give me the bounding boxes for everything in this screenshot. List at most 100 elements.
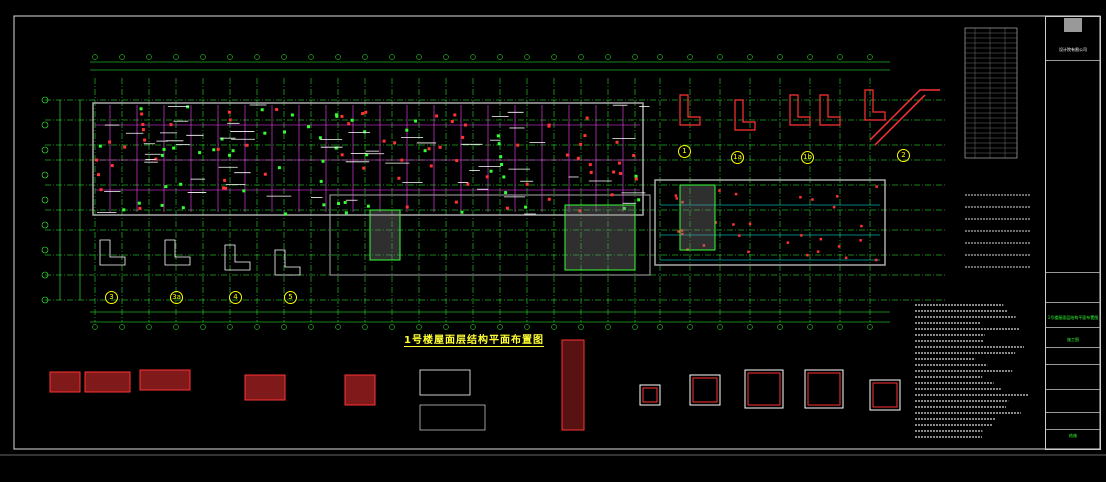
company-logo: [1064, 18, 1082, 32]
column-section: [744, 369, 784, 409]
column: [335, 114, 339, 118]
axis-bubble: [254, 324, 260, 330]
column: [504, 191, 508, 195]
column: [786, 241, 790, 244]
floor-plan: [41, 54, 945, 330]
axis-bubble: [867, 54, 873, 60]
column: [632, 154, 636, 158]
column: [122, 208, 126, 212]
column: [466, 182, 470, 186]
column: [578, 209, 582, 213]
axis-bubble: [578, 54, 584, 60]
column: [734, 192, 738, 196]
column: [489, 169, 493, 173]
column: [612, 170, 616, 174]
column: [231, 149, 235, 153]
column: [681, 200, 684, 204]
detail-marker[interactable]: 2: [897, 149, 910, 162]
column: [137, 201, 141, 205]
axis-bubble: [200, 54, 206, 60]
column: [306, 125, 310, 129]
column: [583, 134, 587, 138]
column: [164, 185, 168, 189]
detail-sections: [49, 27, 1030, 438]
axis-bubble: [497, 324, 503, 330]
hatched-slab: [564, 204, 636, 271]
column: [318, 136, 322, 140]
detail-marker[interactable]: 1: [678, 145, 691, 158]
rebar-cage: [872, 382, 898, 408]
axis-bubble: [443, 54, 449, 60]
column: [216, 147, 220, 151]
column: [227, 153, 231, 157]
axis-bubble: [524, 54, 530, 60]
stage: 施工图: [1067, 337, 1079, 342]
column: [819, 237, 823, 241]
column: [617, 161, 621, 165]
axis-bubble: [92, 324, 98, 330]
column: [319, 179, 323, 183]
column: [516, 143, 520, 147]
hatched-slab: [369, 209, 401, 261]
detail-marker[interactable]: 3a: [170, 291, 183, 304]
column: [143, 138, 147, 142]
column: [275, 108, 279, 112]
column: [414, 119, 418, 123]
detail-marker[interactable]: 1a: [731, 151, 744, 164]
column-section: [561, 339, 585, 431]
column: [702, 244, 706, 247]
sheet-number: 结施: [1069, 433, 1077, 438]
drawing-name: 1号楼屋面层结构平面布置图: [1047, 315, 1099, 320]
axis-bubble: [227, 54, 233, 60]
section-detail: [864, 89, 886, 121]
column: [811, 198, 814, 201]
detail-marker[interactable]: 1b: [801, 151, 814, 164]
column: [579, 142, 583, 146]
column: [680, 229, 684, 232]
column: [589, 170, 593, 174]
axis-bubble: [227, 324, 233, 330]
axis-bubble: [777, 54, 783, 60]
axis-bubble: [281, 54, 287, 60]
axis-bubble: [717, 324, 723, 330]
axis-bubble: [551, 54, 557, 60]
section-detail: [274, 249, 301, 276]
column-section: [869, 379, 901, 411]
column: [499, 155, 503, 159]
column: [485, 175, 489, 179]
column: [123, 145, 127, 149]
column-section: [804, 369, 844, 409]
column: [160, 153, 164, 157]
column: [221, 186, 225, 190]
axis-bubble: [416, 54, 422, 60]
column: [423, 149, 427, 153]
section-detail: [819, 94, 841, 126]
column: [334, 113, 338, 117]
axis-bubble: [470, 54, 476, 60]
axis-bubble: [777, 324, 783, 330]
detail-marker[interactable]: 3: [105, 291, 118, 304]
axis-bubble: [416, 324, 422, 330]
column: [263, 172, 267, 176]
column: [675, 197, 679, 200]
column: [343, 200, 347, 204]
schedule-table: [419, 404, 486, 431]
column: [224, 186, 228, 190]
column: [622, 206, 626, 210]
column: [800, 234, 803, 237]
column: [364, 110, 368, 114]
column: [799, 195, 802, 199]
column: [438, 145, 442, 149]
column: [169, 123, 173, 127]
axis-bubble: [41, 246, 49, 254]
column: [227, 110, 231, 114]
detail-marker[interactable]: 4: [229, 291, 242, 304]
column: [361, 112, 365, 116]
column: [547, 124, 551, 128]
detail-marker[interactable]: 5: [284, 291, 297, 304]
column: [400, 158, 404, 162]
axis-bubble: [687, 54, 693, 60]
axis-bubble: [551, 324, 557, 330]
column: [816, 250, 820, 253]
